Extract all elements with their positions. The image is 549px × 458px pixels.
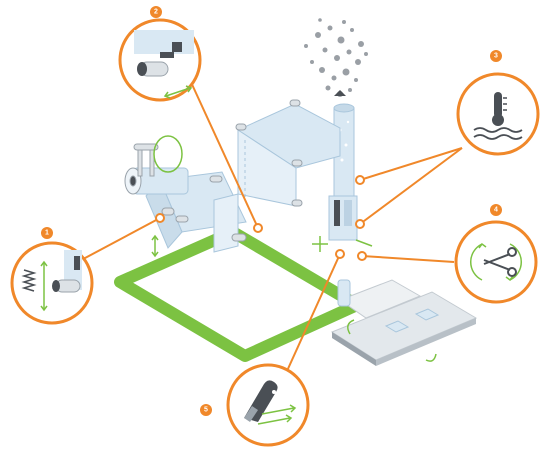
leader-endpoints: [155, 175, 367, 261]
callout-3-number: 3: [494, 53, 498, 60]
callout-2: 2: [118, 6, 202, 102]
cutting-blade-icon: [244, 380, 297, 425]
callout-4: 4: [454, 204, 538, 304]
callout-4-number: 4: [494, 207, 498, 214]
film-reel: [124, 135, 189, 195]
callout-1: 1: [10, 227, 94, 325]
callout-5-number: 5: [204, 407, 208, 414]
callout-3: 3: [456, 50, 540, 156]
motion-arrows: [151, 234, 373, 258]
thermometer-heat-icon: [473, 92, 523, 140]
output-conveyor: [330, 279, 478, 366]
spring-tension-icon: [21, 250, 82, 312]
powder-particles: [304, 18, 368, 97]
callout-5: 5: [200, 363, 310, 447]
roller-closeup-icon: [134, 30, 194, 99]
rollers: [124, 99, 303, 242]
callout-leader-lines: [71, 79, 463, 383]
scissors-rotating-icon: [470, 242, 522, 282]
callout-2-number: 2: [154, 9, 158, 16]
callout-1-number: 1: [45, 230, 49, 237]
